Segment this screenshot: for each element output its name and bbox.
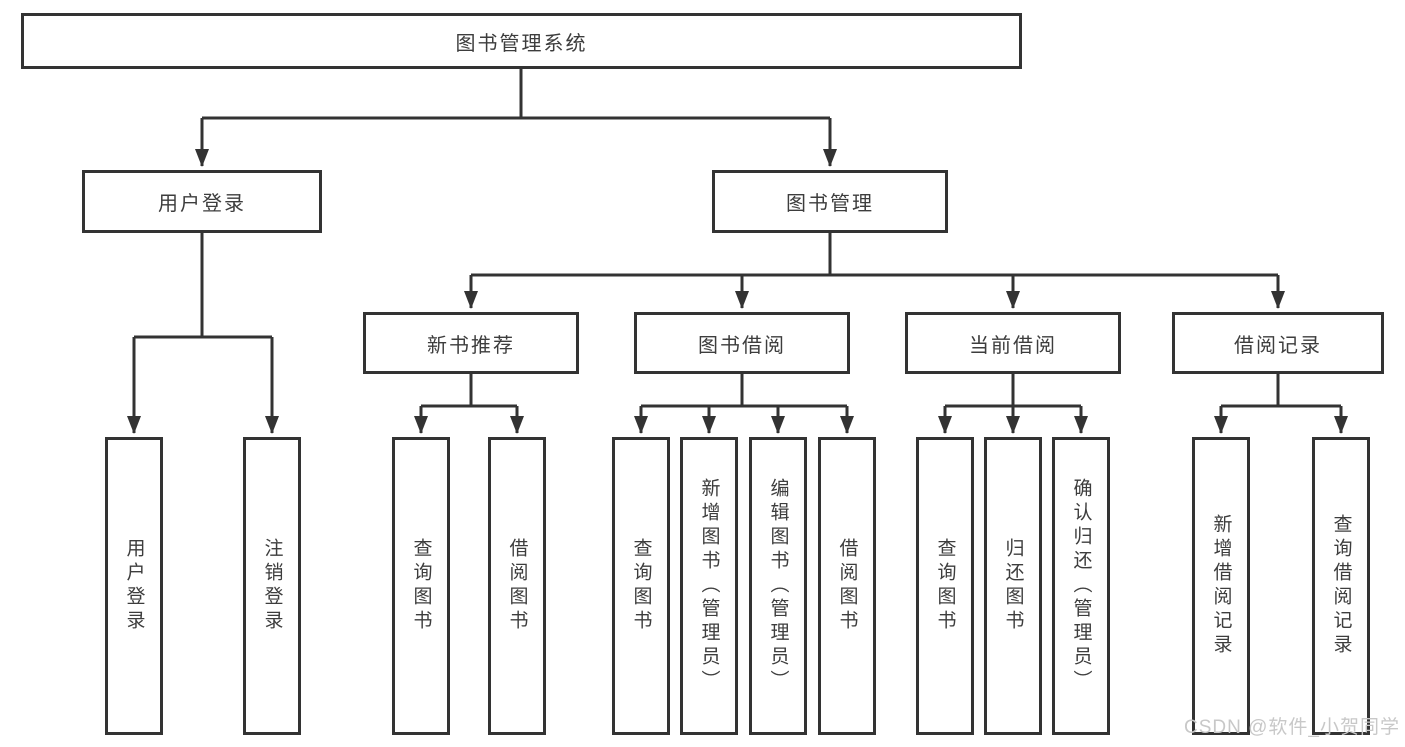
leaf-query-borrow-record-label: 查询借阅记录 bbox=[1330, 514, 1352, 658]
node-root-system: 图书管理系统 bbox=[21, 13, 1022, 69]
leaf-query-book-recommend: 查询图书 bbox=[392, 437, 450, 735]
node-borrowing-records: 借阅记录 bbox=[1172, 312, 1384, 374]
leaf-query-book-current: 查询图书 bbox=[916, 437, 974, 735]
leaf-query-book-borrowing: 查询图书 bbox=[612, 437, 670, 735]
leaf-user-login-label: 用户登录 bbox=[123, 538, 145, 634]
leaf-add-borrow-record: 新增借阅记录 bbox=[1192, 437, 1250, 735]
node-book-borrowing: 图书借阅 bbox=[634, 312, 850, 374]
leaf-confirm-return-admin-label: 确认归还（管理员） bbox=[1070, 478, 1092, 694]
leaf-return-book-label: 归还图书 bbox=[1002, 538, 1024, 634]
leaf-query-book-recommend-label: 查询图书 bbox=[410, 538, 432, 634]
leaf-query-borrow-record: 查询借阅记录 bbox=[1312, 437, 1370, 735]
leaf-borrow-book-recommend-label: 借阅图书 bbox=[506, 538, 528, 634]
node-user-login-group: 用户登录 bbox=[82, 170, 322, 233]
leaf-confirm-return-admin: 确认归还（管理员） bbox=[1052, 437, 1110, 735]
node-book-management: 图书管理 bbox=[712, 170, 948, 233]
leaf-borrow-book-recommend: 借阅图书 bbox=[488, 437, 546, 735]
node-new-book-recommend: 新书推荐 bbox=[363, 312, 579, 374]
node-current-borrowing: 当前借阅 bbox=[905, 312, 1121, 374]
leaf-borrow-book-borrowing-label: 借阅图书 bbox=[836, 538, 858, 634]
leaf-add-borrow-record-label: 新增借阅记录 bbox=[1210, 514, 1232, 658]
csdn-watermark: CSDN @软件_小贺同学 bbox=[1184, 717, 1400, 738]
leaf-query-book-borrowing-label: 查询图书 bbox=[630, 538, 652, 634]
leaf-return-book: 归还图书 bbox=[984, 437, 1042, 735]
leaf-query-book-current-label: 查询图书 bbox=[934, 538, 956, 634]
leaf-logout: 注销登录 bbox=[243, 437, 301, 735]
leaf-edit-book-admin-label: 编辑图书（管理员） bbox=[767, 478, 789, 694]
leaf-logout-label: 注销登录 bbox=[261, 538, 283, 634]
leaf-borrow-book-borrowing: 借阅图书 bbox=[818, 437, 876, 735]
leaf-edit-book-admin: 编辑图书（管理员） bbox=[749, 437, 807, 735]
leaf-user-login: 用户登录 bbox=[105, 437, 163, 735]
leaf-add-book-admin-label: 新增图书（管理员） bbox=[698, 478, 720, 694]
leaf-add-book-admin: 新增图书（管理员） bbox=[680, 437, 738, 735]
